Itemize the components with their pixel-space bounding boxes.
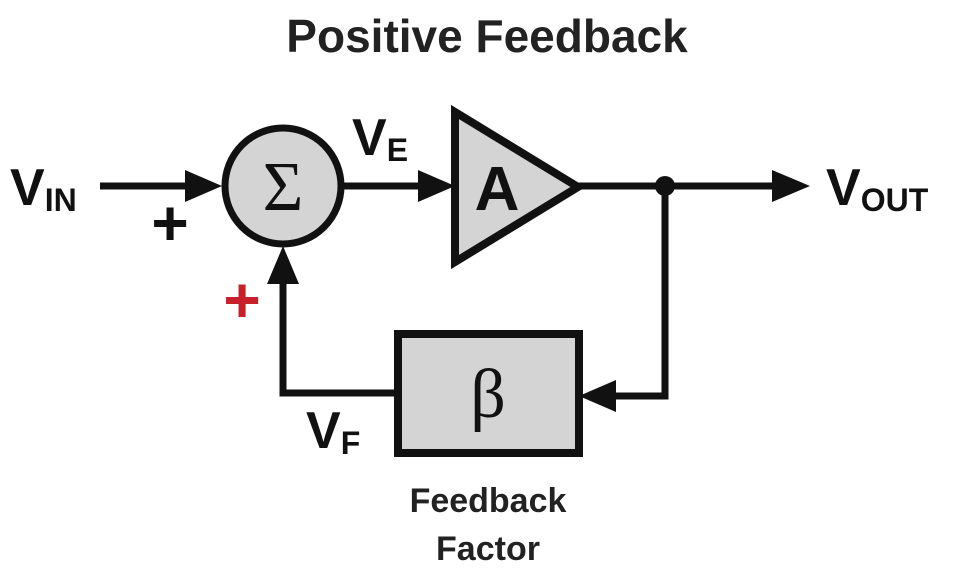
vin-label-sub: IN: [45, 182, 77, 218]
error-arrowhead: [418, 170, 455, 202]
summing-junction: [221, 124, 345, 248]
vin-label-main: V: [10, 159, 45, 217]
amplifier-symbol: A: [475, 155, 520, 224]
input-arrowhead: [185, 170, 222, 202]
vout-label-main: V: [826, 159, 861, 217]
feedback-sum-arrowhead: [267, 246, 299, 284]
feedback-arrowhead: [579, 380, 616, 412]
vin-label: VIN: [10, 159, 77, 218]
vout-label-sub: OUT: [861, 182, 929, 218]
feedback-caption-line1: Feedback: [410, 482, 567, 520]
input-plus-sign: +: [151, 187, 188, 259]
feedback-factor-symbol: β: [470, 356, 506, 433]
feedback-signal-line: [279, 280, 398, 397]
ve-label-main: V: [352, 109, 387, 167]
ve-label-sub: E: [387, 132, 408, 168]
feedback-plus-sign: +: [223, 264, 260, 336]
feedback-return-line: [612, 186, 669, 400]
vf-label-sub: F: [341, 425, 361, 461]
diagram-title: Positive Feedback: [286, 10, 688, 62]
vf-label: VF: [306, 402, 360, 461]
amplifier-triangle: [451, 104, 586, 270]
vout-label: VOUT: [826, 159, 929, 218]
feedback-caption-line2: Factor: [436, 530, 540, 568]
ve-label: VE: [352, 109, 408, 168]
vf-label-main: V: [306, 402, 341, 460]
summing-symbol: Σ: [263, 149, 304, 226]
output-arrowhead: [772, 170, 810, 202]
